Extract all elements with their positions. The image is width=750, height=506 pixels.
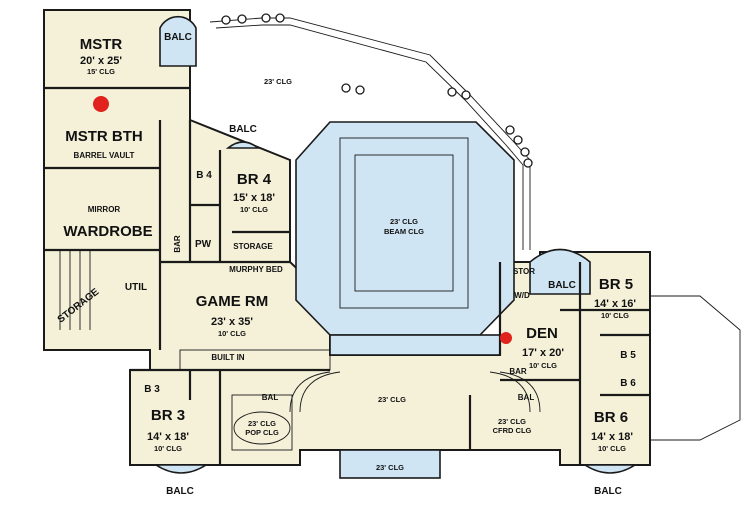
mstr-bth-name: MSTR BTH: [65, 128, 143, 145]
pop-clg: 23' CLG: [248, 419, 276, 428]
balc-den-label: BALC: [548, 280, 576, 291]
den-bar: BAR: [509, 367, 527, 376]
game-clg: 10' CLG: [218, 329, 246, 338]
entry-clg: 23' CLG: [376, 463, 404, 472]
br5-name: BR 5: [599, 276, 633, 293]
den-name: DEN: [526, 325, 558, 342]
br6-clg: 10' CLG: [598, 444, 626, 453]
game-size: 23' x 35': [211, 316, 253, 328]
b6-name: B 6: [620, 378, 636, 389]
bar-left-name: BAR: [173, 235, 182, 253]
br3-clg: 10' CLG: [154, 444, 182, 453]
stairs: [59, 250, 541, 413]
room-labels: MSTR 20' x 25' 15' CLG BALC MSTR BTH BAR…: [56, 32, 637, 497]
open-clg: 23' CLG: [264, 77, 292, 86]
balc-br3-shape: [153, 464, 209, 474]
mstr-bth-accent: [93, 96, 109, 112]
den-clg: 10' CLG: [529, 361, 557, 370]
util-name: UTIL: [125, 282, 147, 293]
cfrd-note: CFRD CLG: [493, 426, 532, 435]
beam-note: BEAM CLG: [384, 227, 424, 236]
open-below-entry: [339, 449, 441, 479]
interior-walls: [44, 86, 650, 465]
br3-size: 14' x 18': [147, 431, 189, 443]
pop-note: POP CLG: [245, 428, 279, 437]
br4-name: BR 4: [237, 171, 272, 188]
bal-right: BAL: [518, 393, 535, 402]
beam-clg: 23' CLG: [390, 217, 418, 226]
storage-small-name: STORAGE: [233, 242, 273, 251]
balc-mstr-shape: [159, 15, 197, 67]
br4-size: 15' x 18': [233, 192, 275, 204]
br5-clg: 10' CLG: [601, 311, 629, 320]
game-builtin: BUILT IN: [211, 353, 244, 362]
balc-mstr-label: BALC: [164, 32, 192, 43]
balc-br4-label: BALC: [229, 124, 257, 135]
br6-name: BR 6: [594, 409, 628, 426]
br5-size: 14' x 16': [594, 298, 636, 310]
mstr-bth-mirror: MIRROR: [88, 205, 121, 214]
den-stor: STOR: [513, 267, 535, 276]
br5-bath: B 5: [620, 350, 636, 361]
center-clg: 23' CLG: [378, 395, 406, 404]
murphy-name: MURPHY BED: [229, 265, 283, 274]
mstr-clg: 15' CLG: [87, 67, 115, 76]
balc-br3-label: BALC: [166, 486, 194, 497]
br3-name: BR 3: [151, 407, 185, 424]
mstr-name: MSTR: [80, 36, 123, 53]
open-areas: [153, 15, 638, 479]
mstr-bth-note: BARREL VAULT: [74, 151, 135, 160]
den-wd: W/D: [514, 291, 530, 300]
balc-den-shape: [529, 248, 591, 295]
den-size: 17' x 20': [522, 347, 564, 359]
b3-name: B 3: [144, 384, 160, 395]
open-below-stair: [329, 334, 501, 356]
cfrd-clg: 23' CLG: [498, 417, 526, 426]
game-name: GAME RM: [196, 293, 269, 310]
den-accent: [500, 332, 512, 344]
balc-br6-label: BALC: [594, 486, 622, 497]
wardrobe-name: WARDROBE: [63, 223, 152, 240]
balc-br4-shape: [225, 141, 261, 149]
balc-br6-shape: [582, 464, 638, 474]
mstr-size: 20' x 25': [80, 55, 122, 67]
bal-left: BAL: [262, 393, 279, 402]
br6-size: 14' x 18': [591, 431, 633, 443]
pw-name: PW: [195, 239, 212, 250]
br4-bath: B 4: [196, 170, 212, 181]
br4-clg: 10' CLG: [240, 205, 268, 214]
terrace-columns: [221, 13, 533, 168]
